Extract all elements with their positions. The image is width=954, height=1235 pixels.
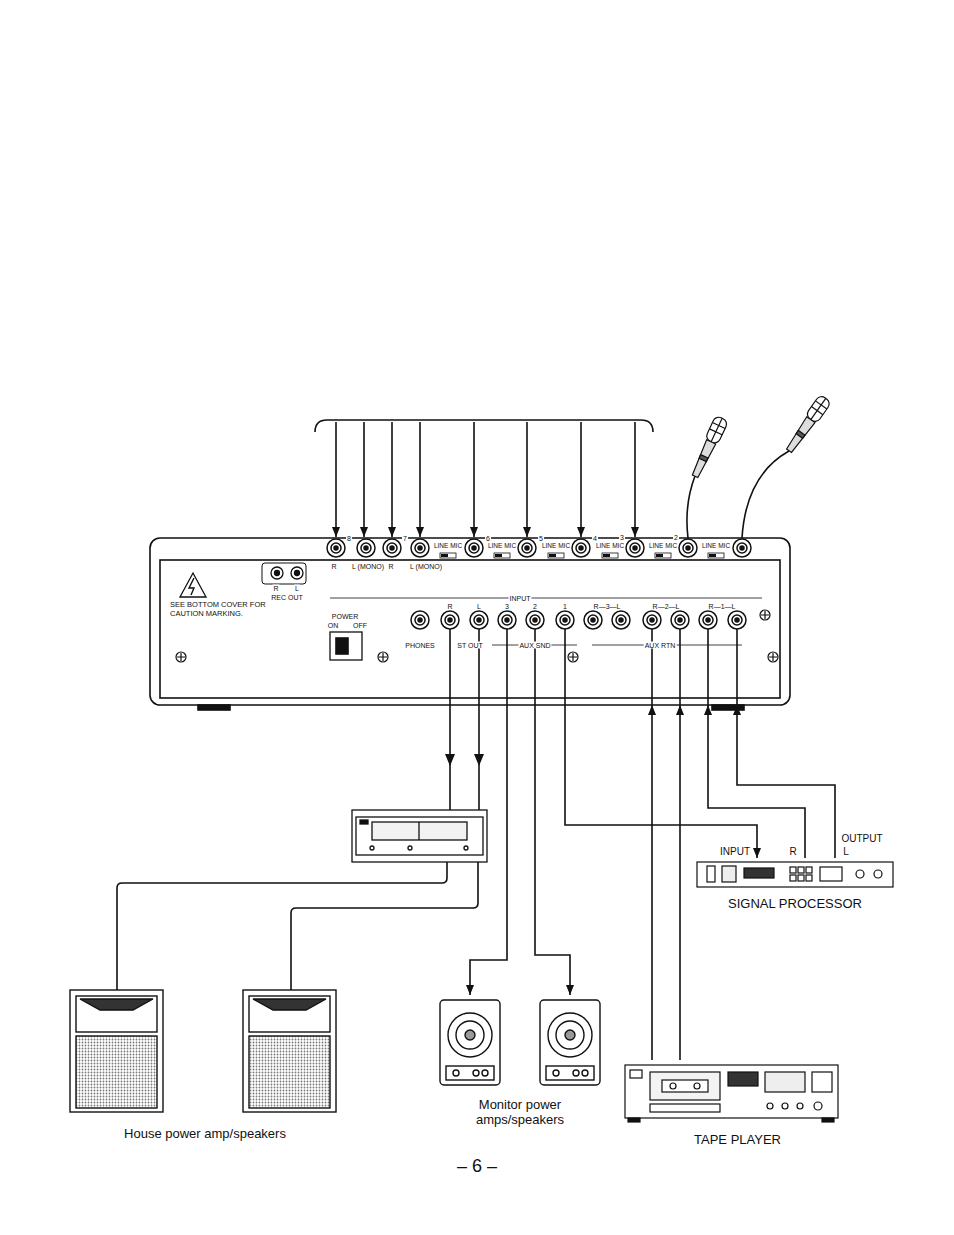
jack-label: L (MONO) <box>409 563 443 570</box>
jack-label: 2 <box>532 603 538 610</box>
device-group: TAPE PLAYER <box>611 1060 864 1150</box>
device-group: House power amp/speakers <box>56 985 354 1145</box>
jack-label: L <box>476 603 482 610</box>
jack-label: POWER <box>331 613 359 620</box>
jack-label: AUX RTN <box>644 642 677 649</box>
jack-label: R <box>788 847 797 857</box>
device-label: SIGNAL PROCESSOR <box>686 896 904 912</box>
device-label: Monitor power amps/speakers <box>464 1097 576 1128</box>
jack-label: INPUT <box>719 847 751 857</box>
jack-label: R <box>330 563 337 570</box>
device-label: House power amp/speakers <box>56 1126 354 1142</box>
device-label: SEE BOTTOM COVER FOR CAUTION MARKING. <box>170 600 274 619</box>
device-label: TAPE PLAYER <box>611 1132 864 1148</box>
jack-label: REC OUT <box>270 594 304 601</box>
jack-label: LINE MIC <box>595 543 625 550</box>
signal-cable <box>535 705 570 995</box>
jack-label: 6 <box>485 535 491 542</box>
jack-label: R <box>387 563 394 570</box>
jack-label: LINE MIC <box>541 543 571 550</box>
jack-label: PHONES <box>404 642 436 649</box>
jack-label: AUX SND <box>518 642 551 649</box>
jack-label: L <box>294 585 300 592</box>
jack-label: LINE MIC <box>648 543 678 550</box>
page-number: – 6 – <box>456 1157 498 1175</box>
jack-label: 3 <box>504 603 510 610</box>
jack-label: R <box>446 603 453 610</box>
jack-label: L (MONO) <box>351 563 385 570</box>
jack-label: LINE MIC <box>701 543 731 550</box>
jack-label: R—2—L <box>652 603 681 610</box>
signal-cable <box>737 705 835 858</box>
mixer-panel: SEE BOTTOM COVER FOR CAUTION MARKING. <box>150 538 790 705</box>
jack-label: INPUT <box>509 595 532 602</box>
signal-cable <box>651 705 653 1060</box>
jack-label: 4 <box>592 535 598 542</box>
jack-label: LINE MIC <box>487 543 517 550</box>
jack-label: 5 <box>538 535 544 542</box>
signal-cable <box>708 705 805 858</box>
jack-label: 3 <box>619 534 625 541</box>
signal-cable <box>565 705 757 858</box>
jack-label: 7 <box>402 535 408 542</box>
jack-label: R—1—L <box>708 603 737 610</box>
jack-label: 8 <box>346 535 352 542</box>
jack-label: OFF <box>352 622 368 629</box>
signal-cable <box>679 705 681 1060</box>
jack-label: LINE MIC <box>433 543 463 550</box>
jack-label: R—3—L <box>593 603 622 610</box>
jack-label: ON <box>327 622 340 629</box>
jack-label: ST OUT <box>456 642 484 649</box>
jack-label: L <box>842 847 850 857</box>
device-group: SIGNAL PROCESSOR <box>686 858 904 914</box>
jack-label: R <box>272 585 279 592</box>
jack-label: OUTPUT <box>840 834 883 844</box>
device-group: Monitor power amps/speakers <box>425 995 615 1130</box>
jack-label: 1 <box>562 603 568 610</box>
jack-label: 2 <box>673 534 679 541</box>
signal-cable <box>470 705 507 995</box>
